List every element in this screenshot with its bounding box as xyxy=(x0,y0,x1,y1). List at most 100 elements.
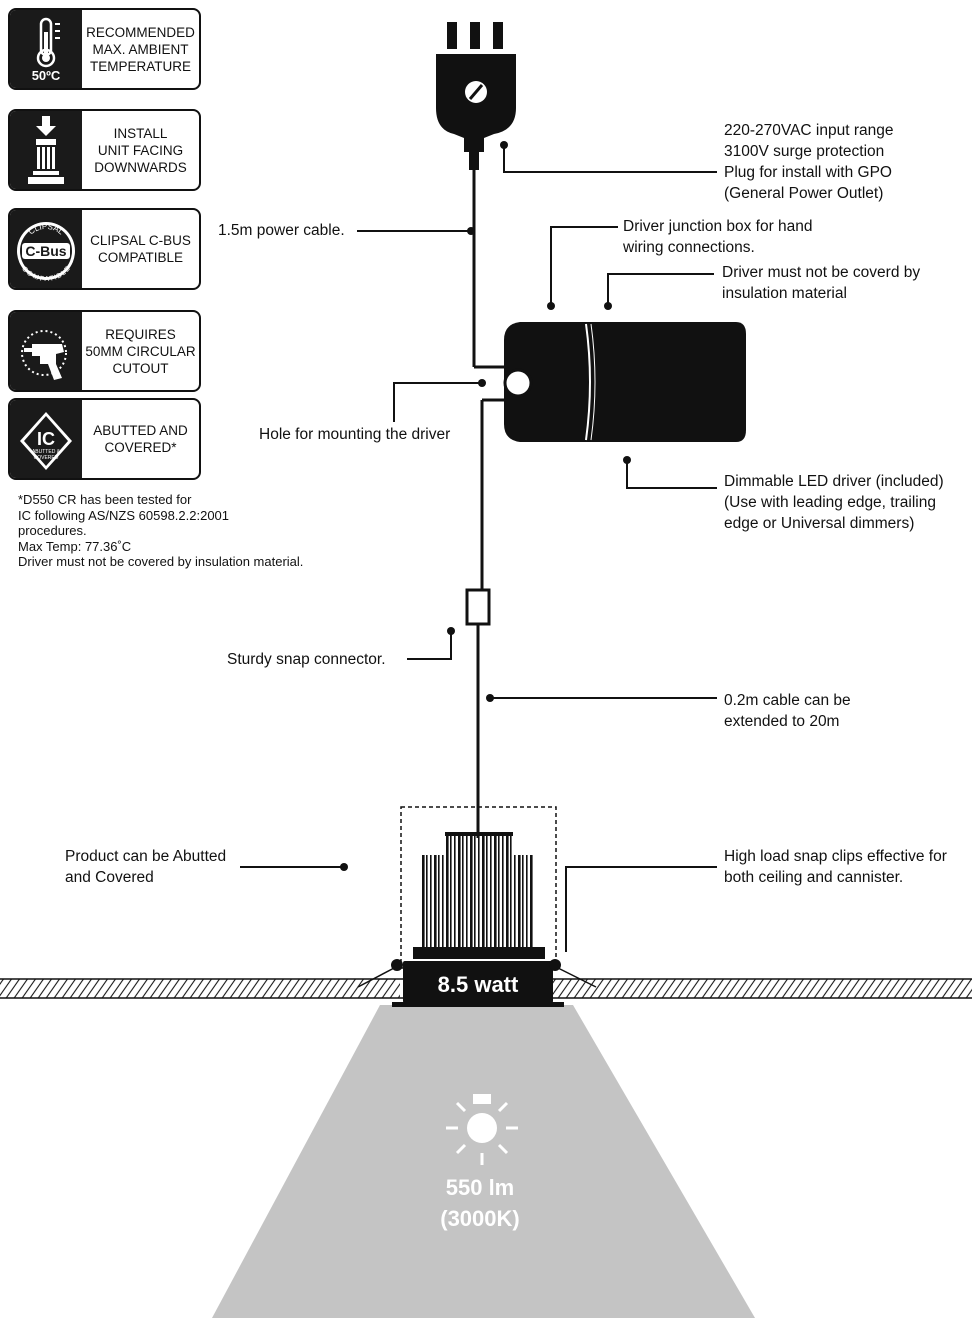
heatsink-fin xyxy=(450,836,452,947)
callout-driver-cover: Driver must not be coverd by insulation … xyxy=(722,262,920,304)
callout-line: (Use with leading edge, trailing xyxy=(724,494,936,511)
heatsink-fin xyxy=(510,836,512,947)
heatsink-fin xyxy=(530,855,533,947)
callout-line: insulation material xyxy=(722,285,847,302)
heatsink-fin xyxy=(490,836,492,947)
callout-line: Dimmable LED driver (included) xyxy=(724,473,944,490)
heatsink-fin xyxy=(442,855,444,947)
leader-lines xyxy=(240,146,717,952)
callout-line: High load snap clips effective for xyxy=(724,848,947,865)
heatsink-top xyxy=(445,832,513,836)
callout-line: Product can be Abutted xyxy=(65,848,227,865)
heatsink-fin xyxy=(462,836,464,947)
callout-line: extended to 20m xyxy=(724,713,840,730)
wattage-label: 8.5 watt xyxy=(438,972,519,997)
svg-text:CLIPSAL: CLIPSAL xyxy=(27,222,66,237)
snap-clip-right xyxy=(549,959,597,988)
power-plug xyxy=(436,22,516,170)
heatsink-fin xyxy=(498,836,500,947)
callout-line: Driver must not be coverd by xyxy=(722,264,921,281)
heatsink-collar xyxy=(413,947,545,959)
heatsink-fin xyxy=(466,836,468,947)
badge-temperature: 50ºC RECOMMENDED MAX. AMBIENT TEMPERATUR… xyxy=(8,8,201,90)
luminaire-base xyxy=(403,961,553,1003)
badge-cutout: REQUIRES 50MM CIRCULAR CUTOUT xyxy=(8,310,201,392)
callout-line: both ceiling and cannister. xyxy=(724,869,904,886)
heatsink-fin xyxy=(494,836,497,947)
badge-label: CLIPSAL C-BUS COMPATIBLE xyxy=(90,233,191,265)
heatsink xyxy=(422,832,533,947)
callout-line: 3100V surge protection xyxy=(724,143,885,160)
heatsink-fin xyxy=(446,836,449,947)
footnote-line: procedures. xyxy=(18,523,87,538)
callout-junction-box: Driver junction box for hand wiring conn… xyxy=(623,216,813,258)
callout-line: Plug for install with GPO xyxy=(724,164,892,181)
heatsink-fin xyxy=(470,836,473,947)
callout-line: 220-270VAC input range xyxy=(724,122,894,139)
callout-line: 0.2m cable can be xyxy=(724,692,851,709)
callout-line: Driver junction box for hand xyxy=(623,218,813,235)
heatsink-fin xyxy=(434,855,437,947)
mount-hole xyxy=(503,368,533,398)
badge-label: REQUIRES 50MM CIRCULAR CUTOUT xyxy=(85,326,196,376)
cbus-arc-top: CLIPSAL xyxy=(27,222,66,237)
ic-sub2: COVERED xyxy=(34,455,59,461)
heatsink-fin xyxy=(522,855,524,947)
callout-line: edge or Universal dimmers) xyxy=(724,515,915,532)
ic-footnote: *D550 CR has been tested for IC followin… xyxy=(18,492,303,570)
callout-snap-clips: High load snap clips effective for both … xyxy=(724,846,947,888)
callout-line: wiring connections. xyxy=(623,239,755,256)
badge-label: INSTALL UNIT FACING DOWNWARDS xyxy=(94,125,187,175)
callout-led-driver: Dimmable LED driver (included) (Use with… xyxy=(724,471,944,534)
callout-line: and Covered xyxy=(65,869,154,886)
luminaire-trim xyxy=(392,1002,564,1007)
callout-cable-extend: 0.2m cable can be extended to 20m xyxy=(724,690,851,732)
badge-label: RECOMMENDED MAX. AMBIENT TEMPERATURE xyxy=(86,24,195,74)
snap-clip-left xyxy=(357,959,403,988)
cbus-main: C-Bus xyxy=(25,243,66,259)
clipsal-cbus-logo: CLIPSAL COMPATIBLE C-Bus xyxy=(10,210,82,288)
heatsink-fin xyxy=(422,855,425,947)
callout-line: (General Power Outlet) xyxy=(724,185,884,202)
lumens-label: 550 lm xyxy=(445,1175,515,1200)
thermometer-icon: 50ºC xyxy=(10,10,82,88)
heatsink-fin xyxy=(478,836,480,947)
badge-ic-rating: IC ABUTTED & COVERED ABUTTED AND COVERED… xyxy=(8,398,201,480)
ic-main: IC xyxy=(37,429,55,449)
heatsink-fin xyxy=(474,836,476,947)
sun-icon xyxy=(446,1094,518,1165)
footnote-line: Max Temp: 77.36˚C xyxy=(18,538,132,554)
footnote-line: Driver must not be covered by insulation… xyxy=(18,554,304,569)
footnote-line: IC following AS/NZS 60598.2.2:2001 xyxy=(18,507,230,523)
temperature-value: 50ºC xyxy=(31,68,61,83)
led-driver xyxy=(503,322,746,442)
install-downwards-icon xyxy=(10,111,82,189)
badge-label: ABUTTED AND COVERED* xyxy=(93,423,188,455)
heatsink-fin xyxy=(438,855,440,947)
color-temp-label: (3000K) xyxy=(440,1206,520,1231)
heatsink-fin xyxy=(458,836,461,947)
heatsink-fin xyxy=(430,855,432,947)
heatsink-fin xyxy=(454,836,456,947)
drill-cutout-icon xyxy=(10,312,82,390)
ceiling-hatch-right xyxy=(552,979,972,998)
heatsink-fin xyxy=(486,836,488,947)
callout-mount-hole: Hole for mounting the driver xyxy=(259,426,451,443)
heatsink-fin xyxy=(502,836,504,947)
callout-abutted: Product can be Abutted and Covered xyxy=(65,846,226,888)
callout-power-cable: 1.5m power cable. xyxy=(218,222,345,239)
footnote-line: *D550 CR has been tested for xyxy=(18,492,192,507)
heatsink-fin xyxy=(426,855,428,947)
ic-rating-icon: IC ABUTTED & COVERED xyxy=(10,400,82,478)
snap-connector xyxy=(465,588,491,626)
badge-install-downwards: INSTALL UNIT FACING DOWNWARDS xyxy=(8,109,201,191)
heatsink-fin xyxy=(518,855,521,947)
ic-sub1: ABUTTED & xyxy=(32,449,61,455)
callout-input-range: 220-270VAC input range 3100V surge prote… xyxy=(724,120,893,204)
heatsink-fin xyxy=(506,836,509,947)
ceiling-hatch-left xyxy=(0,979,400,998)
heatsink-fin xyxy=(482,836,485,947)
heatsink-fin xyxy=(514,855,516,947)
heatsink-fin xyxy=(526,855,528,947)
